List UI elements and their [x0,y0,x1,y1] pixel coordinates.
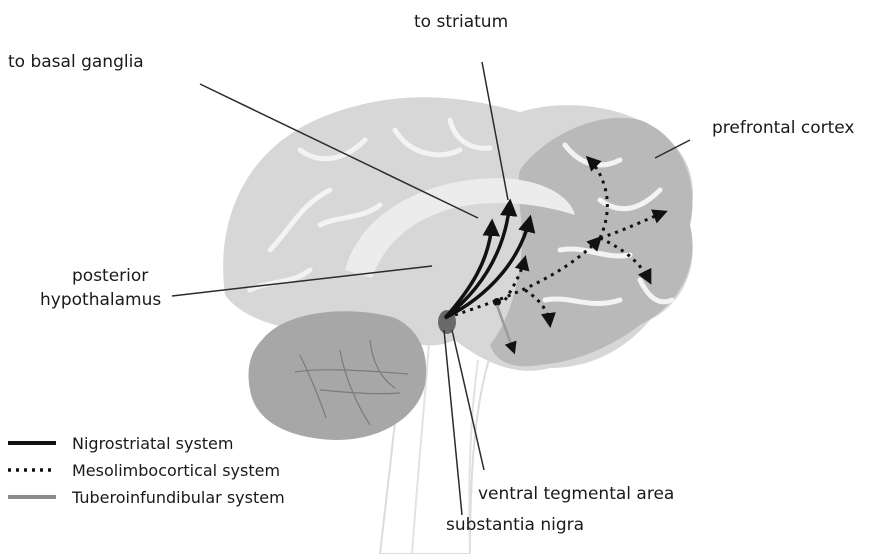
label-to-basal-ganglia: to basal ganglia [8,52,144,73]
legend-label: Tuberoinfundibular system [72,488,285,507]
label-posterior-hypothalamus-line2: hypothalamus [40,290,161,311]
label-prefrontal-cortex: prefrontal cortex [712,118,854,139]
legend-item-nigrostriatal: Nigrostriatal system [6,432,233,454]
legend-item-mesolimbocortical: Mesolimbocortical system [6,459,280,481]
legend-label: Mesolimbocortical system [72,461,280,480]
label-to-striatum: to striatum [414,12,508,33]
legend-item-tuberoinfundibular: Tuberoinfundibular system [6,486,285,508]
legend-label: Nigrostriatal system [72,434,233,453]
label-ventral-tegmental-area: ventral tegmental area [478,484,674,505]
cerebellum [249,311,427,440]
label-substantia-nigra: substantia nigra [446,515,584,536]
label-posterior-hypothalamus-line1: posterior [72,266,148,287]
